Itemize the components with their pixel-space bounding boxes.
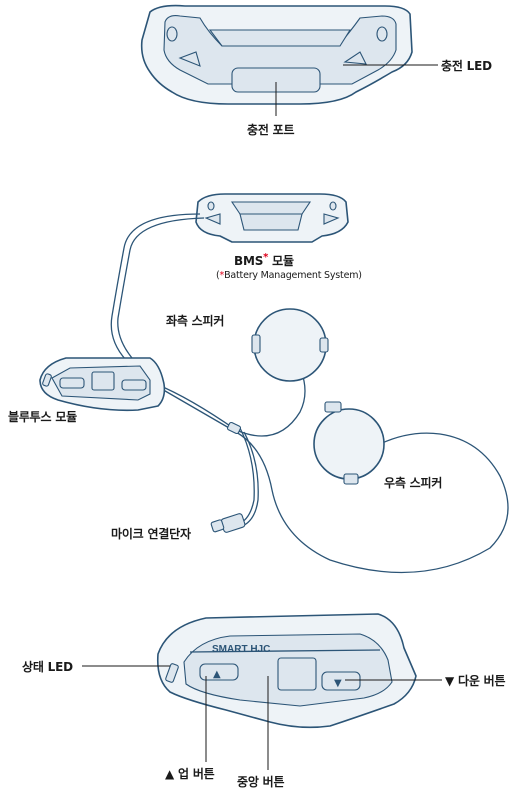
center-button-label: 중앙 버튼 [237, 775, 285, 789]
mic-connector-label: 마이크 연결단자 [111, 527, 191, 541]
up-button-label: ▲ 업 버튼 [165, 767, 215, 781]
right-speaker-label: 우측 스피커 [384, 476, 443, 490]
mic-connector [210, 513, 246, 533]
status-led-icon [165, 663, 179, 683]
bluetooth-module-label: 블루투스 모듈 [8, 410, 78, 424]
bms-suffix: 모듈 [268, 254, 294, 268]
charge-port-label: 충전 포트 [247, 123, 295, 137]
bms-star: * [263, 252, 269, 263]
screw-icon [376, 26, 388, 42]
bms-sublabel: (*Battery Management System) [216, 270, 362, 281]
down-arrow-icon: ▼ [334, 678, 342, 689]
bluetooth-module-large: SMART HJC ▲ ▼ [156, 613, 417, 729]
left-speaker-label: 좌측 스피커 [166, 314, 225, 328]
up-arrow-icon: ▲ [213, 669, 221, 680]
bms-module [195, 193, 349, 243]
wiring [110, 213, 509, 574]
bms-label: BMS* 모듈 [234, 252, 294, 269]
up-button[interactable] [199, 663, 239, 681]
status-led-label: 상태 LED [22, 660, 73, 674]
battery-module [140, 4, 438, 116]
left-speaker [251, 308, 329, 382]
screw-icon [166, 26, 178, 42]
bms-title: BMS [234, 254, 264, 268]
center-button[interactable] [277, 657, 317, 691]
device-brand-text: SMART HJC [212, 644, 270, 655]
right-speaker [313, 401, 385, 485]
bluetooth-module-small [39, 357, 166, 412]
down-button[interactable] [321, 671, 361, 691]
charge-led-label: 충전 LED [441, 59, 492, 73]
down-button-label: ▼ 다운 버튼 [445, 674, 506, 688]
